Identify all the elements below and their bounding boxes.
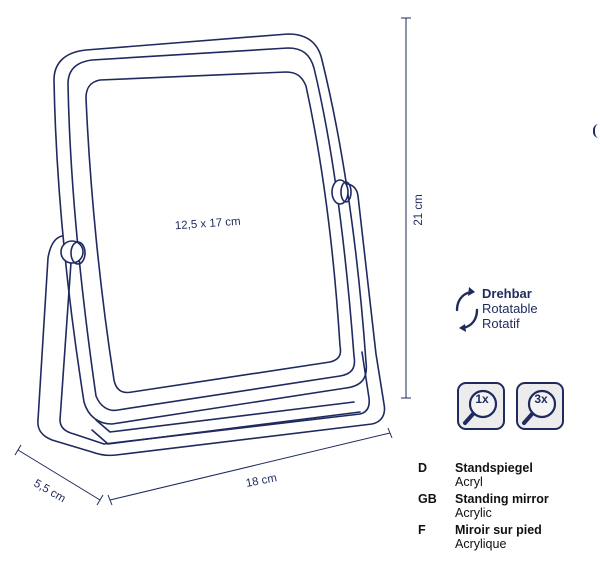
magnifier-icon xyxy=(463,389,498,425)
rotatable-label-de: Drehbar xyxy=(482,286,532,301)
mirror-size-label: 12,5 x 17 cm xyxy=(175,216,242,233)
product-material: Acryl xyxy=(455,475,483,489)
cropped-edge-mark xyxy=(593,124,599,138)
pivot-knob-left-cap xyxy=(70,241,86,265)
magnification-3x-badge: 3x xyxy=(516,382,564,430)
magnification-3x-label: 3x xyxy=(534,392,548,406)
product-name: Standing mirror xyxy=(455,492,549,506)
magnification-1x-label: 1x xyxy=(475,392,489,406)
pivot-knob-left xyxy=(60,240,84,264)
language-code: D xyxy=(418,461,428,475)
height-label: 21 cm xyxy=(413,194,425,225)
mirror-glass xyxy=(85,71,342,394)
language-code: F xyxy=(418,523,426,537)
mirror-stand-base xyxy=(37,183,386,457)
product-name: Standspiegel xyxy=(455,461,533,475)
language-code: GB xyxy=(418,492,437,506)
magnification-1x-badge: 1x xyxy=(457,382,505,430)
width-dimension-line xyxy=(109,432,391,501)
rotate-arrows-icon xyxy=(455,287,479,332)
magnifier-icon xyxy=(522,389,557,425)
width-label: 18 cm xyxy=(245,472,278,490)
rotatable-label-en: Rotatable xyxy=(482,301,538,316)
pivot-knob-right xyxy=(331,179,349,205)
depth-label: 5,5 cm xyxy=(32,478,68,506)
mirror-frame-rim xyxy=(67,47,356,412)
mirror-frame-outer xyxy=(53,33,368,425)
product-material: Acrylique xyxy=(455,537,507,551)
rotatable-label-fr: Rotatif xyxy=(482,316,520,331)
mirror-stand-ledge xyxy=(91,401,361,445)
mirror-stand-inner xyxy=(59,247,371,445)
product-name: Miroir sur pied xyxy=(455,523,542,537)
depth-dimension-line xyxy=(17,449,101,501)
product-material: Acrylic xyxy=(455,506,492,520)
